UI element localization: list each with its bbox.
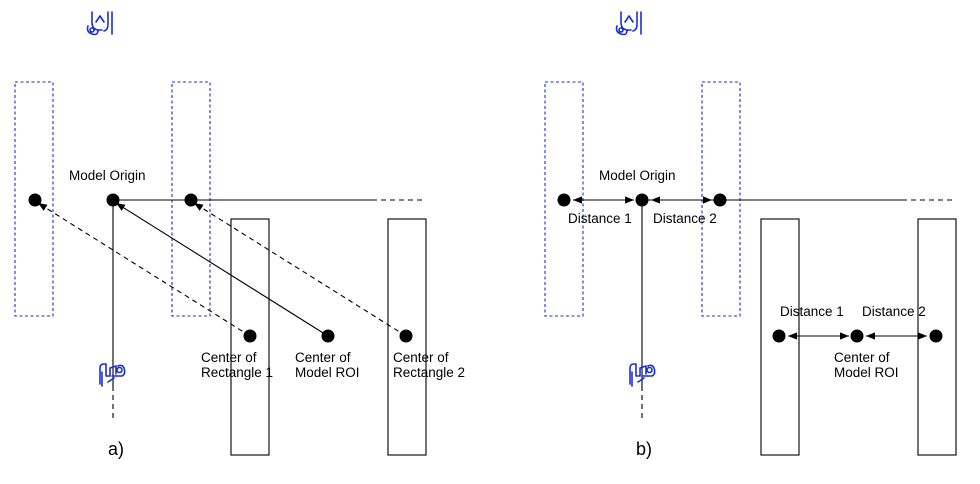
label-distance-1-top: Distance 1: [568, 211, 632, 226]
label-center-rect2-line2: Rectangle 2: [393, 365, 465, 380]
label-center-model-roi-line2: Model ROI: [834, 365, 899, 380]
label-distance-1-bottom: Distance 1: [780, 304, 844, 319]
label-center-model-roi-line1: Center of: [834, 350, 890, 365]
object-bottom-icon: [99, 363, 126, 387]
point-center-model-roi: [321, 329, 335, 343]
label-center-model-roi-line2: Model ROI: [295, 365, 360, 380]
label-center-model-roi-line1: Center of: [295, 350, 351, 365]
point-center-rect1: [243, 329, 257, 343]
vector-rect1: [37, 202, 251, 337]
panel-b: Model Origin Distance 1 Distance 2 Dista…: [544, 11, 957, 459]
object-top-icon: [615, 11, 642, 36]
label-center-rect1-line1: Center of: [201, 350, 257, 365]
model-rectangle-1: [230, 218, 270, 456]
point-model-origin: [106, 193, 120, 207]
label-model-origin: Model Origin: [69, 168, 146, 183]
point-center-model-roi: [850, 329, 864, 343]
roi-rectangle-1: [14, 81, 54, 317]
label-model-origin: Model Origin: [599, 168, 676, 183]
point-rect2-projected: [713, 193, 727, 207]
model-rectangle-2: [387, 218, 427, 456]
point-model-origin: [635, 193, 649, 207]
label-center-rect2-line1: Center of: [393, 350, 449, 365]
point-center-rect2: [929, 329, 943, 343]
roi-rectangle-2: [171, 81, 211, 317]
object-top-icon: [86, 11, 113, 36]
label-distance-2-bottom: Distance 2: [862, 304, 926, 319]
point-center-rect1: [772, 329, 786, 343]
label-center-rect1-line2: Rectangle 1: [201, 365, 273, 380]
roi-rectangle-2: [701, 81, 741, 317]
point-rect1-projected: [28, 193, 42, 207]
label-distance-2-top: Distance 2: [653, 211, 717, 226]
caption-a: a): [108, 439, 124, 459]
vector-model-roi: [115, 202, 329, 337]
point-center-rect2: [399, 329, 413, 343]
vector-rect2: [193, 202, 407, 337]
caption-b: b): [636, 439, 652, 459]
point-rect2-projected: [184, 193, 198, 207]
panel-a: Model Origin Center of Rectangle 1 Cente…: [14, 11, 465, 459]
point-rect1-projected: [557, 193, 571, 207]
